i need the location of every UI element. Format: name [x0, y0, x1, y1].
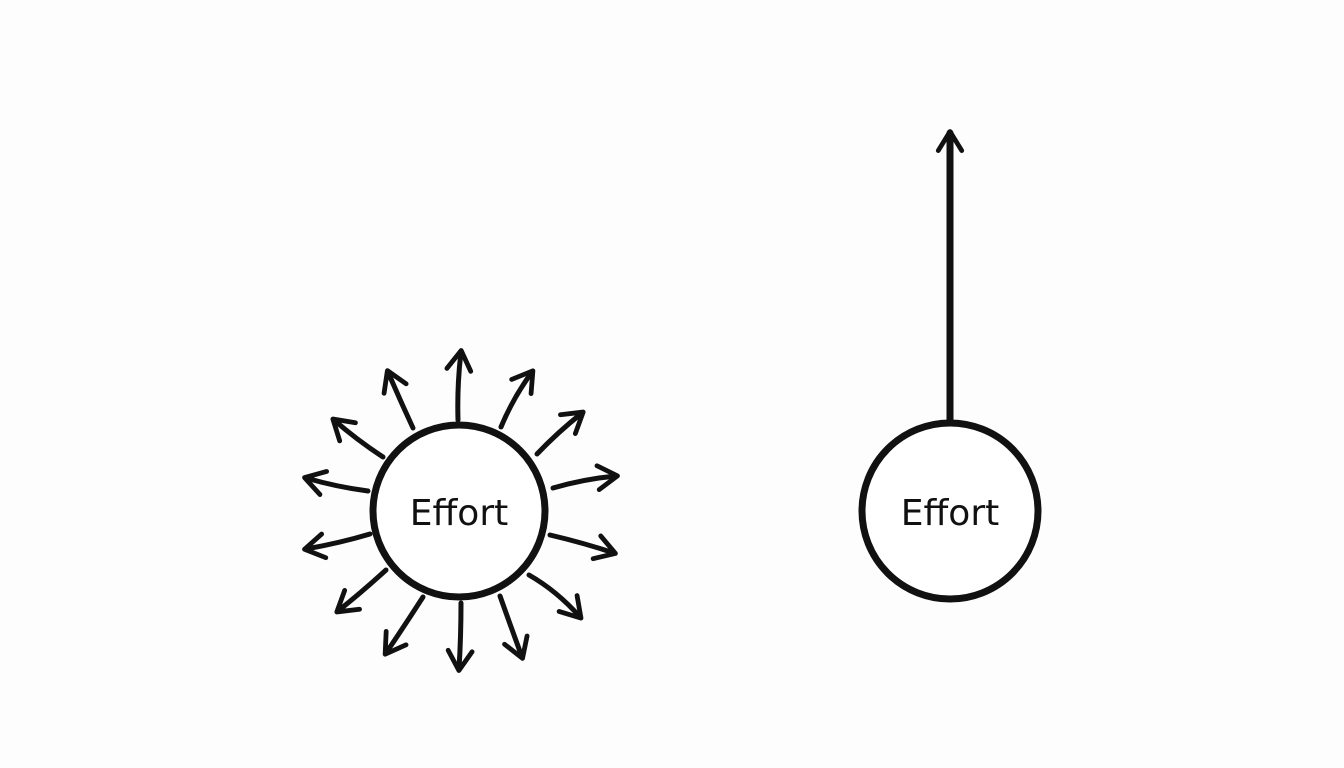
arrow-icon — [444, 348, 474, 423]
arrow-icon — [498, 368, 536, 430]
arrow-icon — [497, 593, 530, 661]
arrow-icon — [534, 409, 586, 457]
arrow-icon — [330, 416, 386, 460]
arrow-icon — [302, 531, 373, 561]
effort-circle-right — [858, 419, 1042, 603]
scattered-effort-group: Effort — [302, 348, 620, 673]
arrow-icon — [550, 463, 620, 493]
arrow-icon — [381, 368, 416, 431]
arrow-icon — [445, 600, 475, 673]
arrow-icon — [526, 572, 584, 621]
effort-label-left: Effort — [410, 493, 509, 534]
arrow-icon — [334, 567, 389, 615]
effort-circle-left — [369, 421, 549, 601]
outward-arrows — [302, 348, 620, 673]
arrow-icon — [547, 532, 618, 562]
arrow-icon — [302, 469, 371, 497]
focused-effort-group: Effort — [858, 129, 1042, 603]
arrow-icon — [382, 594, 426, 657]
effort-label-right: Effort — [901, 493, 1000, 534]
